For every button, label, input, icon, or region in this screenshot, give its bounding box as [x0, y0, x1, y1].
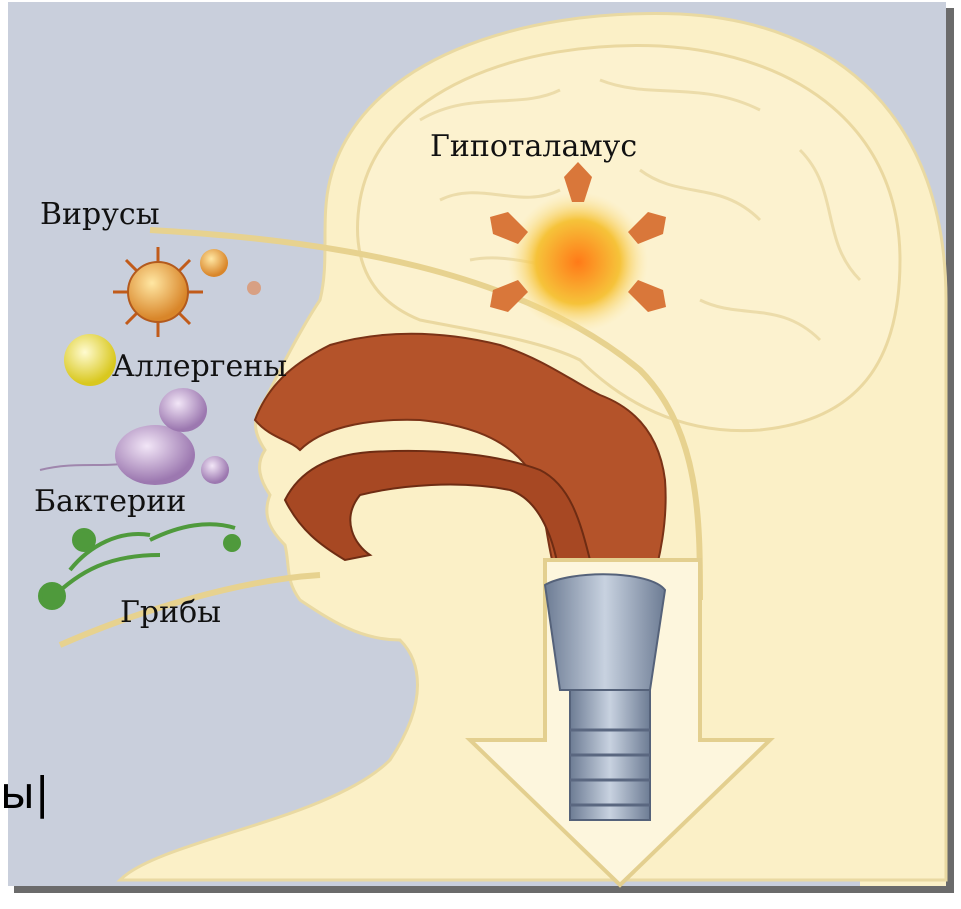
virus-small-2 [247, 281, 261, 295]
label-bacteria: Бактерии [34, 487, 186, 517]
label-hypothalamus: Гипоталамус [430, 132, 637, 162]
allergen-particle [64, 334, 116, 386]
clipped-text-fragment: ы| [0, 772, 50, 816]
virus-small-1 [200, 249, 228, 277]
virus-particle [113, 247, 203, 337]
label-viruses: Вирусы [40, 200, 160, 230]
label-allergens: Аллергены [112, 352, 287, 382]
larynx [545, 574, 665, 690]
label-fungi: Грибы [120, 598, 221, 628]
